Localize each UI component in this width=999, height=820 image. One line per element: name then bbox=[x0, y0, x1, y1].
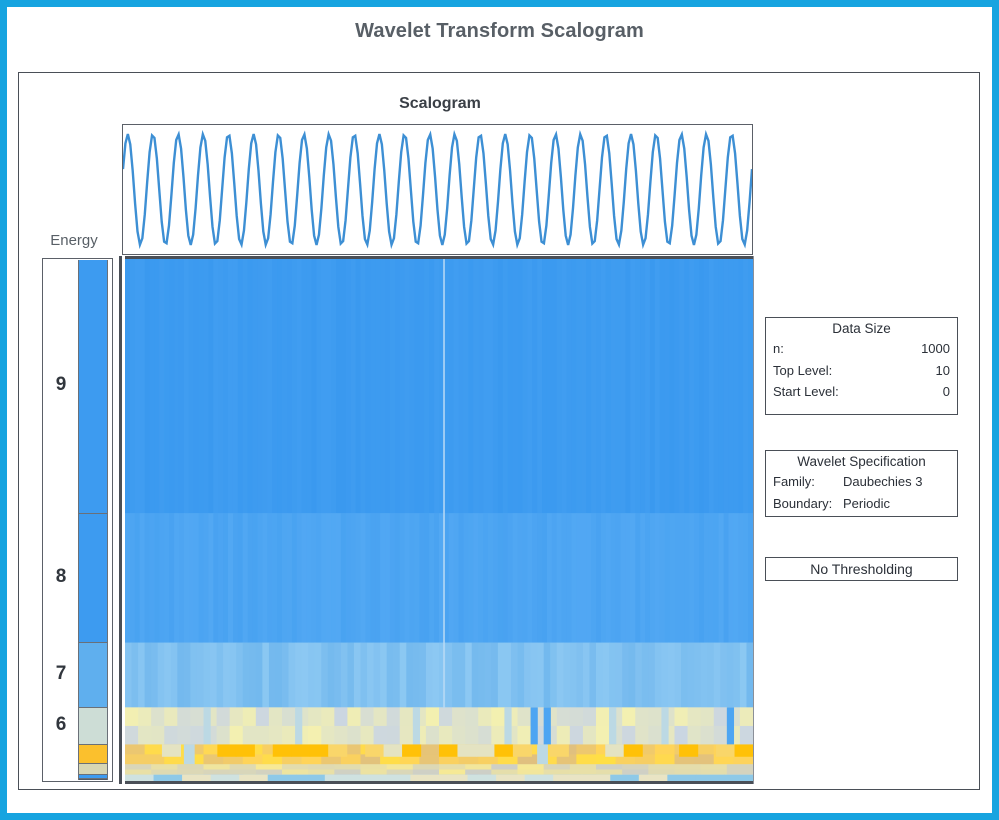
energy-segment-level-8 bbox=[79, 513, 107, 643]
info-row-key: Boundary: bbox=[773, 495, 833, 511]
info-row-value: 0 bbox=[942, 384, 950, 399]
wavelet-spec-rows: Family: Daubechies 3 Boundary: Periodic bbox=[766, 471, 957, 514]
energy-tick-9: 9 bbox=[55, 374, 67, 396]
wavelet-spec-title: Wavelet Specification bbox=[797, 454, 926, 469]
energy-segment-level-6 bbox=[79, 706, 107, 744]
energy-segment-level-3 bbox=[79, 773, 107, 778]
energy-segment-level-5 bbox=[79, 743, 107, 764]
energy-segment-level-7 bbox=[79, 642, 107, 707]
signal-plot bbox=[122, 124, 753, 255]
heatmap-canvas bbox=[125, 259, 753, 781]
info-row-value: Daubechies 3 bbox=[843, 474, 923, 489]
thresholding-button[interactable]: No Thresholding bbox=[765, 557, 958, 581]
info-row-key: Start Level: bbox=[773, 384, 839, 399]
energy-segment-level-9 bbox=[79, 260, 107, 514]
energy-tick-7: 7 bbox=[55, 663, 67, 685]
info-row-value: 10 bbox=[935, 362, 950, 378]
wavelet-specification-box: Wavelet Specification Family: Daubechies … bbox=[765, 450, 958, 517]
energy-tick-list: 9 8 7 6 bbox=[43, 259, 79, 781]
info-row: Top Level: 10 bbox=[766, 360, 957, 382]
page-title: Wavelet Transform Scalogram bbox=[355, 20, 644, 42]
heatmap-left-rail bbox=[119, 256, 122, 784]
info-row-value: Periodic bbox=[843, 495, 890, 511]
info-row-key: n: bbox=[773, 341, 784, 356]
info-row-value: 1000 bbox=[921, 341, 950, 356]
info-row-key: Top Level: bbox=[773, 362, 833, 378]
info-row-key: Family: bbox=[773, 474, 815, 489]
signal-waveform bbox=[123, 125, 752, 254]
info-row: n: 1000 bbox=[766, 338, 957, 360]
scalogram-heatmap-area bbox=[119, 256, 754, 784]
info-row: Start Level: 0 bbox=[766, 381, 957, 403]
heatmap-bottom-rail bbox=[125, 781, 753, 784]
energy-tick-6: 6 bbox=[55, 713, 67, 735]
energy-segment-level-4 bbox=[79, 763, 107, 774]
energy-color-bar bbox=[78, 260, 108, 780]
data-size-title: Data Size bbox=[832, 321, 891, 336]
info-row: Family: Daubechies 3 bbox=[766, 471, 957, 493]
energy-segment-level-2 bbox=[79, 777, 107, 780]
energy-tick-8: 8 bbox=[55, 565, 67, 587]
chart-title: Scalogram bbox=[399, 95, 481, 112]
heatmap-top-rail bbox=[125, 256, 753, 259]
heatmap-right-rail bbox=[753, 256, 754, 784]
heatmap-cells bbox=[125, 259, 753, 781]
info-row: Boundary: Periodic bbox=[766, 493, 957, 515]
thresholding-label: No Thresholding bbox=[810, 561, 913, 577]
energy-panel: 9 8 7 6 bbox=[42, 258, 113, 782]
energy-axis-label: Energy bbox=[50, 232, 98, 249]
